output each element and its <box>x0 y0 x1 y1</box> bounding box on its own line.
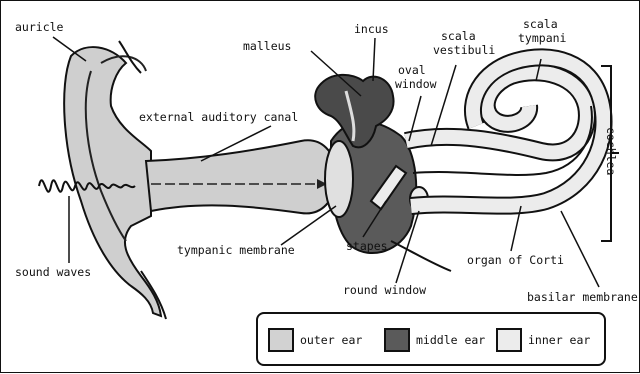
external-canal-shape <box>146 140 336 213</box>
label-oval-window-line2: window <box>395 78 437 91</box>
label-incus: incus <box>354 23 389 36</box>
label-basilar-membrane: basilar membrane <box>527 291 638 304</box>
legend-swatch-outer-ear <box>268 328 294 352</box>
legend-swatch-middle-ear <box>384 328 410 352</box>
legend-label-middle-ear: middle ear <box>416 333 485 347</box>
label-external-auditory-canal: external auditory canal <box>139 111 298 124</box>
label-scala-tympani-line1: scala <box>523 18 558 31</box>
label-organ-of-corti: organ of Corti <box>467 254 564 267</box>
label-scala-tympani-line2: tympani <box>518 32 566 45</box>
legend-label-outer-ear: outer ear <box>300 333 362 347</box>
label-tympanic-membrane: tympanic membrane <box>177 244 295 257</box>
label-auricle: auricle <box>15 21 63 34</box>
label-malleus: malleus <box>243 40 291 53</box>
legend-swatch-inner-ear <box>496 328 522 352</box>
label-sound-waves: sound waves <box>15 266 91 279</box>
tympanic-membrane-shape <box>325 141 353 217</box>
label-round-window: round window <box>343 284 426 297</box>
label-oval-window-line1: oval <box>398 64 426 77</box>
label-scala-vestibuli-line1: scala <box>441 30 476 43</box>
legend-label-inner-ear: inner ear <box>528 333 590 347</box>
label-stapes: stapes <box>346 240 388 253</box>
legend-box: outer ear middle ear inner ear <box>256 312 606 366</box>
label-cochlea: cochlea <box>604 127 617 175</box>
label-scala-vestibuli-line2: vestibuli <box>433 44 495 57</box>
